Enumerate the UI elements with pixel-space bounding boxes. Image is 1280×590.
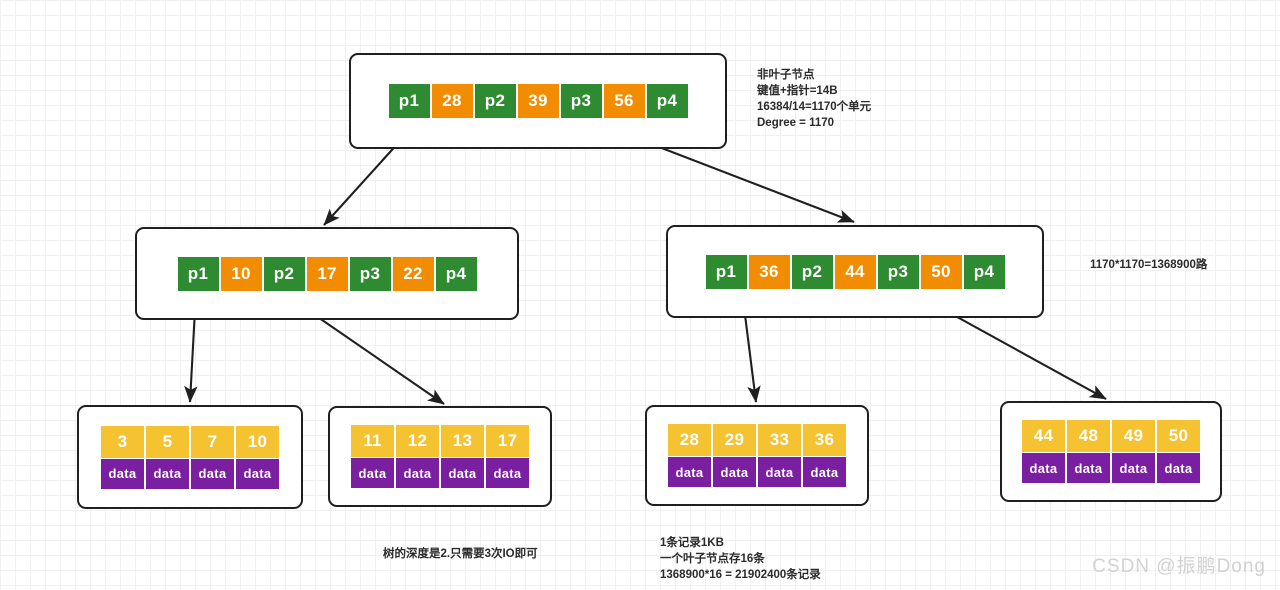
- leaf-node-2-data-2[interactable]: data: [396, 458, 439, 488]
- leaf-node-2-data-1[interactable]: data: [351, 458, 394, 488]
- leaf-node-3-data-4[interactable]: data: [803, 457, 846, 487]
- root-cell-p2[interactable]: p2: [474, 84, 516, 118]
- leaf-node-3[interactable]: 28 data 29 data 33 data 36 data: [645, 405, 869, 506]
- internal-right-cell-p1[interactable]: p1: [705, 254, 747, 289]
- annotation-record-count: 1条记录1KB 一个叶子节点存16条 1368900*16 = 21902400…: [660, 537, 821, 581]
- internal-left-cell-p2[interactable]: p2: [263, 256, 305, 291]
- leaf-node-2[interactable]: 11 data 12 data 13 data 17 data: [328, 406, 552, 507]
- leaf-node-4-col-4: 50 data: [1157, 420, 1200, 483]
- annotation-nonleaf-node: 非叶子节点 键值+指针=14B 16384/14=1170个单元 Degree …: [757, 69, 872, 129]
- leaf-node-1-data-1[interactable]: data: [101, 458, 144, 489]
- leaf-node-2-col-1: 11 data: [351, 425, 394, 488]
- leaf-node-3-key-3[interactable]: 33: [758, 424, 801, 456]
- leaf-node-1-key-4[interactable]: 10: [236, 425, 279, 458]
- root-cell-p3[interactable]: p3: [560, 84, 602, 118]
- leaf-node-1-key-1[interactable]: 3: [101, 425, 144, 458]
- leaf-node-1-data-4[interactable]: data: [236, 458, 279, 489]
- root-cell-k3[interactable]: 56: [603, 84, 645, 118]
- leaf-node-4-data-3[interactable]: data: [1112, 453, 1155, 483]
- leaf-node-3-cells: 28 data 29 data 33 data 36 data: [668, 424, 846, 487]
- internal-right-cell-p4[interactable]: p4: [963, 254, 1005, 289]
- csdn-watermark: CSDN @振鹏Dong: [1092, 556, 1266, 577]
- root-cell-k2[interactable]: 39: [517, 84, 559, 118]
- internal-left-cells: p1 10 p2 17 p3 22 p4: [177, 256, 477, 291]
- leaf-node-2-key-2[interactable]: 12: [396, 425, 439, 457]
- leaf-node-4-key-3[interactable]: 49: [1112, 420, 1155, 452]
- leaf-node-4[interactable]: 44 data 48 data 49 data 50 data: [1000, 401, 1222, 502]
- leaf-node-3-key-4[interactable]: 36: [803, 424, 846, 456]
- leaf-node-2-col-4: 17 data: [486, 425, 529, 488]
- root-node[interactable]: p1 28 p2 39 p3 56 p4: [349, 53, 727, 149]
- annotation-fanout: 1170*1170=1368900路: [1090, 259, 1208, 271]
- leaf-node-1-key-2[interactable]: 5: [146, 425, 189, 458]
- leaf-node-1-key-3[interactable]: 7: [191, 425, 234, 458]
- root-cell-k1[interactable]: 28: [431, 84, 473, 118]
- leaf-node-4-col-1: 44 data: [1022, 420, 1065, 483]
- leaf-node-1[interactable]: 3 data 5 data 7 data 10 data: [77, 405, 303, 509]
- internal-left-cell-k1[interactable]: 10: [220, 256, 262, 291]
- root-cell-p1[interactable]: p1: [388, 84, 430, 118]
- leaf-node-4-key-1[interactable]: 44: [1022, 420, 1065, 452]
- internal-left-cell-k2[interactable]: 17: [306, 256, 348, 291]
- leaf-node-3-data-2[interactable]: data: [713, 457, 756, 487]
- internal-left-cell-p4[interactable]: p4: [435, 256, 477, 291]
- leaf-node-2-key-4[interactable]: 17: [486, 425, 529, 457]
- leaf-node-4-cells: 44 data 48 data 49 data 50 data: [1022, 420, 1200, 483]
- internal-right-cell-k3[interactable]: 50: [920, 254, 962, 289]
- internal-node-left[interactable]: p1 10 p2 17 p3 22 p4: [135, 227, 519, 320]
- internal-right-cells: p1 36 p2 44 p3 50 p4: [705, 254, 1005, 289]
- leaf-node-4-data-4[interactable]: data: [1157, 453, 1200, 483]
- internal-left-cell-p3[interactable]: p3: [349, 256, 391, 291]
- internal-right-cell-k1[interactable]: 36: [748, 254, 790, 289]
- leaf-node-4-col-2: 48 data: [1067, 420, 1110, 483]
- leaf-node-2-col-3: 13 data: [441, 425, 484, 488]
- leaf-node-4-key-4[interactable]: 50: [1157, 420, 1200, 452]
- leaf-node-2-key-3[interactable]: 13: [441, 425, 484, 457]
- leaf-node-3-col-3: 33 data: [758, 424, 801, 487]
- leaf-node-3-key-2[interactable]: 29: [713, 424, 756, 456]
- leaf-node-3-key-1[interactable]: 28: [668, 424, 711, 456]
- internal-right-cell-k2[interactable]: 44: [834, 254, 876, 289]
- leaf-node-3-data-1[interactable]: data: [668, 457, 711, 487]
- leaf-node-4-data-2[interactable]: data: [1067, 453, 1110, 483]
- internal-node-right[interactable]: p1 36 p2 44 p3 50 p4: [666, 225, 1044, 318]
- leaf-node-1-data-3[interactable]: data: [191, 458, 234, 489]
- leaf-node-3-col-2: 29 data: [713, 424, 756, 487]
- internal-right-cell-p3[interactable]: p3: [877, 254, 919, 289]
- leaf-node-2-col-2: 12 data: [396, 425, 439, 488]
- leaf-node-3-col-4: 36 data: [803, 424, 846, 487]
- leaf-node-3-col-1: 28 data: [668, 424, 711, 487]
- leaf-node-4-data-1[interactable]: data: [1022, 453, 1065, 483]
- leaf-node-2-cells: 11 data 12 data 13 data 17 data: [351, 425, 529, 488]
- root-cell-p4[interactable]: p4: [646, 84, 688, 118]
- leaf-node-1-data-2[interactable]: data: [146, 458, 189, 489]
- leaf-node-1-col-2: 5 data: [146, 425, 189, 489]
- leaf-node-2-key-1[interactable]: 11: [351, 425, 394, 457]
- leaf-node-1-col-4: 10 data: [236, 425, 279, 489]
- leaf-node-4-col-3: 49 data: [1112, 420, 1155, 483]
- leaf-node-2-data-3[interactable]: data: [441, 458, 484, 488]
- internal-left-cell-k3[interactable]: 22: [392, 256, 434, 291]
- leaf-node-1-col-1: 3 data: [101, 425, 144, 489]
- internal-left-cell-p1[interactable]: p1: [177, 256, 219, 291]
- internal-right-cell-p2[interactable]: p2: [791, 254, 833, 289]
- annotation-tree-depth: 树的深度是2.只需要3次IO即可: [383, 548, 538, 560]
- leaf-node-4-key-2[interactable]: 48: [1067, 420, 1110, 452]
- leaf-node-1-cells: 3 data 5 data 7 data 10 data: [101, 425, 279, 489]
- leaf-node-3-data-3[interactable]: data: [758, 457, 801, 487]
- root-node-cells: p1 28 p2 39 p3 56 p4: [388, 84, 688, 118]
- leaf-node-2-data-4[interactable]: data: [486, 458, 529, 488]
- leaf-node-1-col-3: 7 data: [191, 425, 234, 489]
